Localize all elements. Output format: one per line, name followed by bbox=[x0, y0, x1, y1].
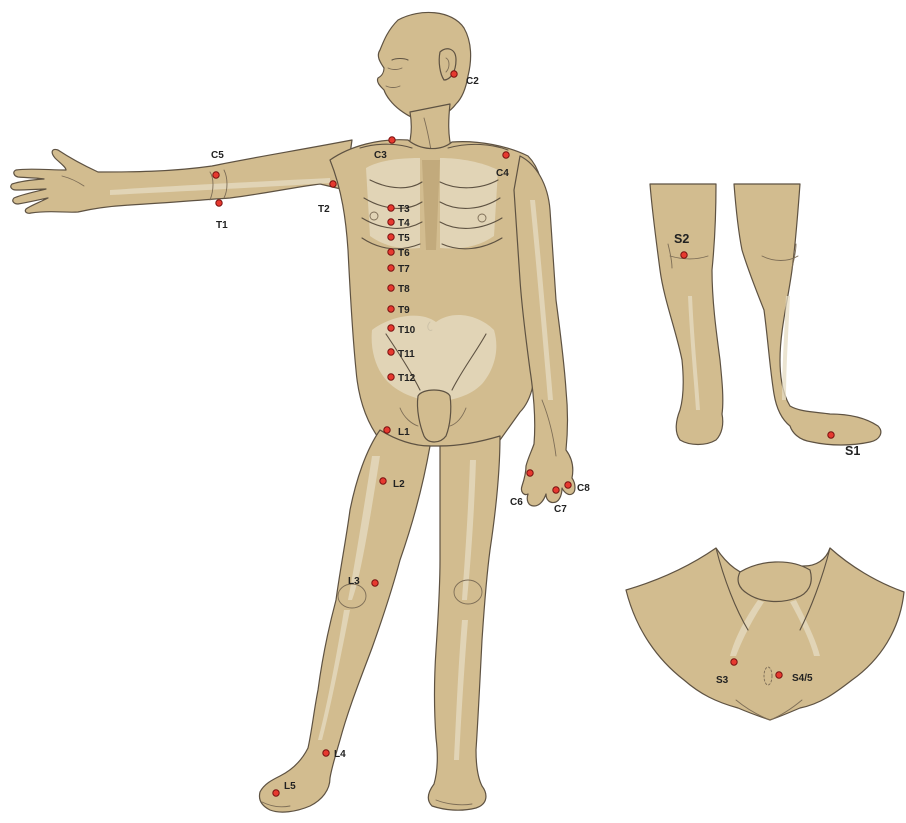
dermatome-label-l3: L3 bbox=[348, 576, 360, 587]
dermatome-label-s1: S1 bbox=[845, 444, 860, 458]
dermatome-point-l1 bbox=[384, 427, 390, 433]
dermatome-label-t9: T9 bbox=[398, 305, 410, 316]
dermatome-point-t12 bbox=[388, 374, 394, 380]
dermatome-point-t6 bbox=[388, 249, 394, 255]
dermatome-label-c6: C6 bbox=[510, 497, 523, 508]
dermatome-label-t12: T12 bbox=[398, 373, 416, 384]
posterior-legs-figure bbox=[650, 184, 881, 445]
dermatome-point-t7 bbox=[388, 265, 394, 271]
dermatome-label-c7: C7 bbox=[554, 504, 567, 515]
dermatome-label-c4: C4 bbox=[496, 168, 509, 179]
dermatome-point-c2 bbox=[451, 71, 457, 77]
dermatome-label-t5: T5 bbox=[398, 233, 410, 244]
perineal-figure bbox=[626, 548, 904, 720]
dermatome-point-t4 bbox=[388, 219, 394, 225]
dermatome-point-t3 bbox=[388, 205, 394, 211]
dermatome-point-t2 bbox=[330, 181, 336, 187]
dermatome-point-c7 bbox=[553, 487, 559, 493]
posterior-left-leg bbox=[650, 184, 723, 445]
dermatome-point-t1 bbox=[216, 200, 222, 206]
dermatome-point-t8 bbox=[388, 285, 394, 291]
dermatome-label-l1: L1 bbox=[398, 427, 410, 438]
head bbox=[377, 12, 470, 120]
right-arm bbox=[11, 140, 352, 213]
dermatome-point-c4 bbox=[503, 152, 509, 158]
dermatome-t1: T1 bbox=[216, 200, 228, 231]
dermatome-label-t7: T7 bbox=[398, 264, 410, 275]
dermatome-label-t3: T3 bbox=[398, 204, 410, 215]
dermatome-point-l5 bbox=[273, 790, 279, 796]
dermatome-label-s3: S3 bbox=[716, 675, 729, 686]
dermatome-label-t11: T11 bbox=[398, 349, 415, 360]
dermatome-point-c6 bbox=[527, 470, 533, 476]
dermatome-label-t6: T6 bbox=[398, 248, 410, 259]
dermatome-label-s45: S4/5 bbox=[792, 673, 813, 684]
dermatome-label-c3: C3 bbox=[374, 150, 387, 161]
dermatome-label-l5: L5 bbox=[284, 781, 296, 792]
dermatome-label-t10: T10 bbox=[398, 325, 416, 336]
dermatome-label-c5: C5 bbox=[211, 150, 224, 161]
dermatome-label-c8: C8 bbox=[577, 483, 590, 494]
dermatome-label-l4: L4 bbox=[334, 749, 346, 760]
dermatome-point-l3 bbox=[372, 580, 378, 586]
dermatome-label-t4: T4 bbox=[398, 218, 410, 229]
dermatome-label-t1: T1 bbox=[216, 220, 228, 231]
dermatome-point-t9 bbox=[388, 306, 394, 312]
dermatome-point-t11 bbox=[388, 349, 394, 355]
dermatome-point-s45 bbox=[776, 672, 782, 678]
dermatome-label-l2: L2 bbox=[393, 479, 405, 490]
dermatome-label-t8: T8 bbox=[398, 284, 410, 295]
front-body-figure bbox=[11, 12, 575, 812]
dermatome-point-s3 bbox=[731, 659, 737, 665]
dermatome-point-s2 bbox=[681, 252, 687, 258]
dermatome-label-s2: S2 bbox=[674, 232, 689, 246]
dermatome-point-t5 bbox=[388, 234, 394, 240]
dermatome-point-t10 bbox=[388, 325, 394, 331]
dermatome-point-c8 bbox=[565, 482, 571, 488]
dermatome-point-l2 bbox=[380, 478, 386, 484]
dermatome-point-c3 bbox=[389, 137, 395, 143]
dermatome-point-c5 bbox=[213, 172, 219, 178]
dermatome-point-s1 bbox=[828, 432, 834, 438]
dermatome-point-l4 bbox=[323, 750, 329, 756]
dermatome-label-c2: C2 bbox=[466, 76, 479, 87]
dermatome-label-t2: T2 bbox=[318, 204, 330, 215]
posterior-right-leg bbox=[734, 184, 881, 445]
